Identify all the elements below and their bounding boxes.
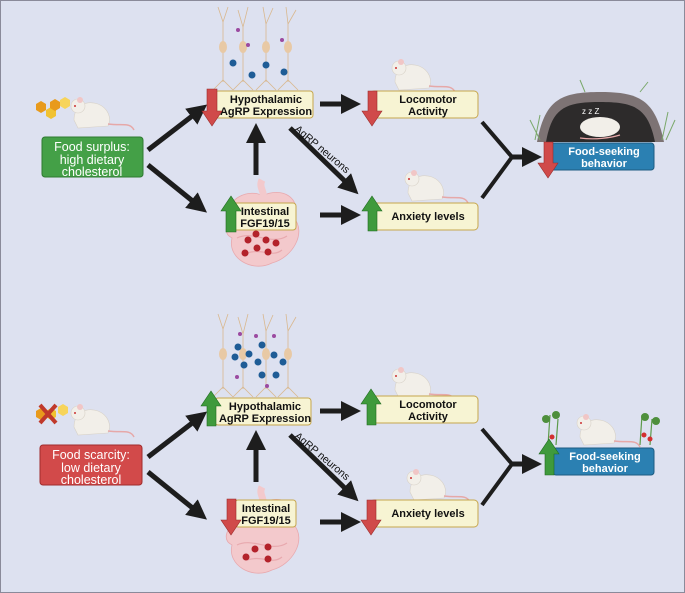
condition-box-scarcity <box>39 444 143 486</box>
down-arrow-icon <box>361 90 383 127</box>
down-arrow-icon <box>360 499 382 536</box>
fgf-dots <box>241 230 280 257</box>
strawberry-plants-mouse-icon <box>542 411 660 448</box>
intestinal-line1: Intestinal <box>241 206 289 218</box>
agrp-dots <box>231 332 287 388</box>
arrow-to-hypothalamic <box>146 411 208 459</box>
arrow-to-intestinal <box>146 163 208 213</box>
up-arrow-icon <box>361 195 383 232</box>
outcome-line2: behavior <box>581 158 628 170</box>
arrow-to-intestinal <box>146 470 208 520</box>
outcome-line1: Food-seeking <box>568 146 640 158</box>
outcome-line2: behavior <box>582 463 629 475</box>
intestinal-line2: FGF19/15 <box>241 515 291 527</box>
fgf-dots <box>242 543 272 563</box>
condition-line2: high dietary <box>60 153 125 167</box>
up-arrow-icon <box>360 388 382 426</box>
intestinal-line1: Intestinal <box>242 503 290 515</box>
panel-food-surplus: AgRP neurons Food surplus: high dietary … <box>36 6 676 266</box>
condition-line3: cholesterol <box>61 473 121 487</box>
up-arrow-icon <box>200 390 222 427</box>
cholesterol-icon <box>36 97 70 119</box>
outcome-line1: Food-seeking <box>569 451 641 463</box>
locomotor-line2: Activity <box>408 106 449 118</box>
condition-line1: Food surplus: <box>54 140 130 154</box>
up-arrow-icon <box>220 195 242 233</box>
up-arrow-icon <box>538 438 560 476</box>
arrow-agrp-neurons <box>288 126 359 195</box>
connector-arrows <box>146 94 542 225</box>
locomotor-line1: Locomotor <box>399 399 457 411</box>
anxiety-label: Anxiety levels <box>391 508 464 520</box>
intestinal-line2: FGF19/15 <box>240 218 290 230</box>
hypothalamic-line2: AgRP Expression <box>219 413 311 425</box>
condition-line2: low dietary <box>61 461 121 475</box>
condition-line1: Food scarcity: <box>52 448 130 462</box>
locomotor-line1: Locomotor <box>399 94 457 106</box>
no-cholesterol-icon <box>36 403 68 425</box>
hypothalamic-line2: AgRP Expression <box>220 106 312 118</box>
condition-box-surplus <box>41 136 144 178</box>
condition-line3: cholesterol <box>62 165 122 179</box>
hypothalamic-line1: Hypothalamic <box>230 94 302 106</box>
connector-arrows <box>146 401 542 532</box>
locomotor-line2: Activity <box>408 411 449 423</box>
down-arrow-icon <box>537 141 559 179</box>
down-arrow-icon <box>220 498 242 536</box>
hypothalamic-line1: Hypothalamic <box>229 401 301 413</box>
anxiety-label: Anxiety levels <box>391 211 464 223</box>
burrow-sleeping-mouse-icon: z z Z <box>529 79 676 142</box>
arrow-to-hypothalamic <box>146 104 208 152</box>
sleep-zzz: z z Z <box>582 107 599 116</box>
panel-food-scarcity: AgRP neurons Food scarcity: low dietary … <box>36 313 660 573</box>
agrp-dots <box>229 28 288 79</box>
arrow-agrp-neurons <box>288 433 359 502</box>
down-arrow-icon <box>201 88 223 127</box>
